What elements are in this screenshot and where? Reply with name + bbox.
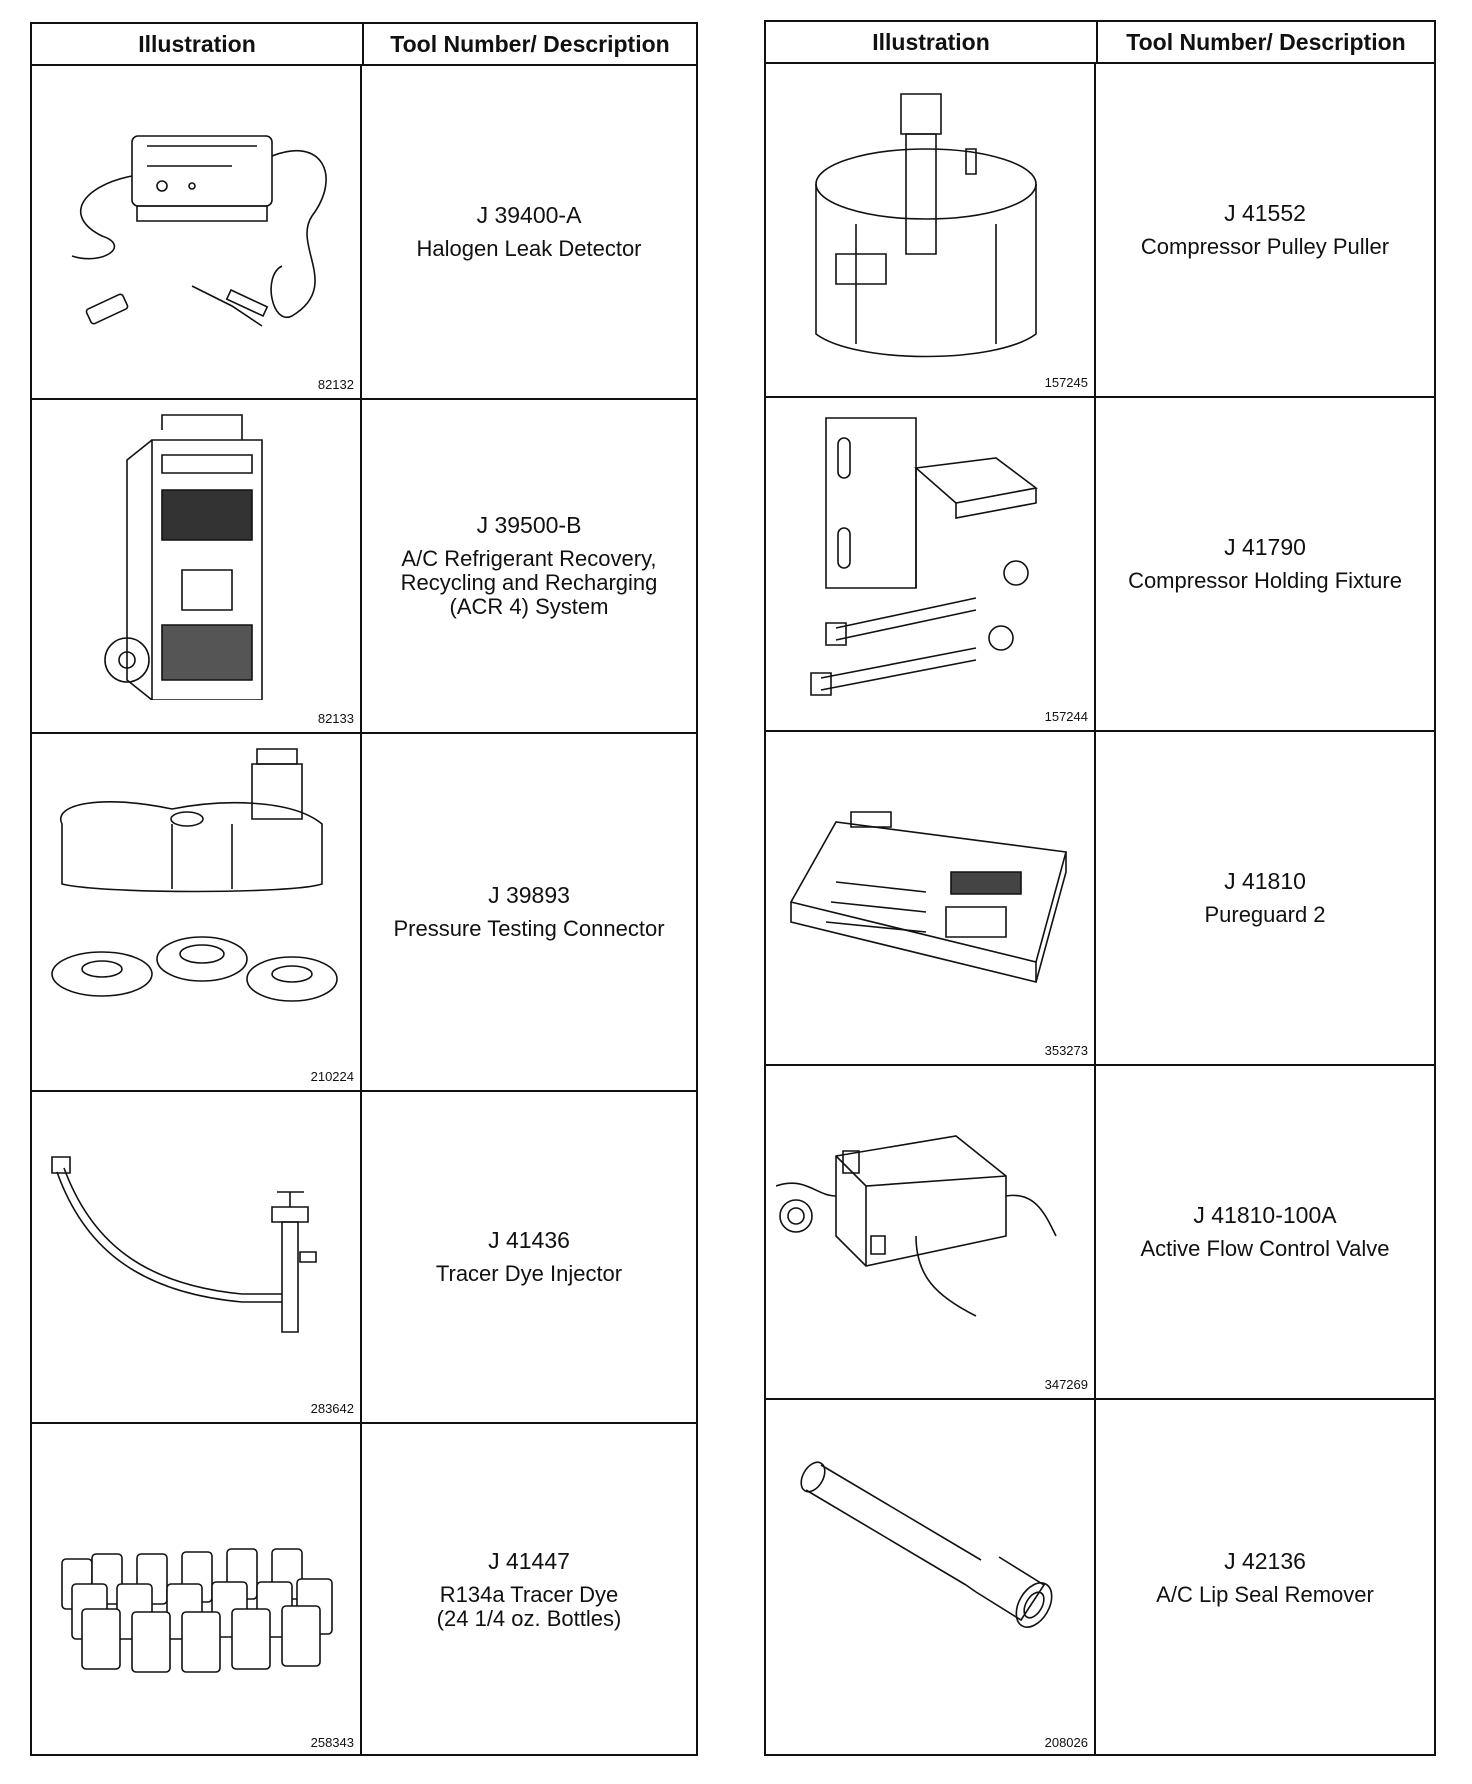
pureguard-icon [776, 742, 1084, 1032]
table-row: 258343 J 41447 R134a Tracer Dye (24 1/4 … [32, 1424, 696, 1756]
description-header: Tool Number/ Description [1126, 28, 1406, 55]
leak-detector-icon [42, 76, 350, 366]
figure-id: 82132 [317, 377, 354, 392]
description-cell: J 39893 Pressure Testing Connector [362, 734, 696, 1090]
table-header: Illustration Tool Number/ Description [32, 24, 696, 66]
table-row: 347269 J 41810-100A Active Flow Control … [766, 1066, 1434, 1400]
figure-id: 210224 [310, 1069, 354, 1084]
illustration-cell: 210224 [32, 734, 362, 1090]
table-row: 353273 J 41810 Pureguard 2 [766, 732, 1434, 1066]
tool-number: J 39500-B [476, 512, 582, 538]
description-cell: J 41790 Compressor Holding Fixture [1096, 398, 1434, 730]
table-row: 82132 J 39400-A Halogen Leak Detector [32, 66, 696, 400]
illustration-cell: 353273 [766, 732, 1096, 1064]
table-row: 208026 J 42136 A/C Lip Seal Remover [766, 1400, 1434, 1756]
tool-number: J 41436 [488, 1227, 570, 1253]
description-cell: J 41810-100A Active Flow Control Valve [1096, 1066, 1434, 1398]
table-row: 283642 J 41436 Tracer Dye Injector [32, 1092, 696, 1424]
illustration-header: Illustration [766, 22, 1098, 62]
pulley-puller-icon [776, 74, 1084, 364]
tool-description: Compressor Holding Fixture [1128, 568, 1402, 593]
tool-description: Active Flow Control Valve [1140, 1236, 1390, 1261]
tool-description: R134a Tracer Dye (24 1/4 oz. Bottles) [436, 1582, 622, 1631]
illustration-cell: 208026 [766, 1400, 1096, 1756]
description-cell: J 41436 Tracer Dye Injector [362, 1092, 696, 1422]
tool-number: J 41447 [488, 1548, 570, 1574]
tool-number: J 39893 [488, 882, 570, 908]
flow-valve-icon [776, 1076, 1084, 1366]
figure-id: 347269 [1044, 1377, 1088, 1392]
figure-id: 208026 [1044, 1735, 1088, 1750]
tools-table-left: Illustration Tool Number/ Description 82… [30, 22, 698, 1756]
illustration-cell: 157245 [766, 64, 1096, 396]
tool-number: J 42136 [1224, 1548, 1306, 1574]
table-header: Illustration Tool Number/ Description [766, 22, 1434, 64]
recovery-machine-icon [42, 410, 350, 700]
description-cell: J 42136 A/C Lip Seal Remover [1096, 1400, 1434, 1756]
tool-number: J 41810-100A [1193, 1202, 1337, 1228]
illustration-header: Illustration [32, 24, 364, 64]
figure-id: 82133 [317, 711, 354, 726]
tool-description: Halogen Leak Detector [416, 236, 642, 261]
figure-id: 353273 [1044, 1043, 1088, 1058]
description-cell: J 39500-B A/C Refrigerant Recovery, Recy… [362, 400, 696, 732]
dye-bottles-icon [42, 1434, 350, 1724]
tool-number: J 41790 [1224, 534, 1306, 560]
illustration-cell: 283642 [32, 1092, 362, 1422]
table-row: 157244 J 41790 Compressor Holding Fixtur… [766, 398, 1434, 732]
tool-description: Pureguard 2 [1204, 902, 1326, 927]
tool-description: Tracer Dye Injector [435, 1261, 623, 1286]
description-cell: J 41552 Compressor Pulley Puller [1096, 64, 1434, 396]
tool-description: Pressure Testing Connector [393, 916, 665, 941]
table-row: 210224 J 39893 Pressure Testing Connecto… [32, 734, 696, 1092]
tool-number: J 41810 [1224, 868, 1306, 894]
table-row: 157245 J 41552 Compressor Pulley Puller [766, 64, 1434, 398]
figure-id: 283642 [310, 1401, 354, 1416]
tools-table-right: Illustration Tool Number/ Description 15… [764, 20, 1436, 1756]
holding-fixture-icon [776, 408, 1084, 698]
table-row: 82133 J 39500-B A/C Refrigerant Recovery… [32, 400, 696, 734]
pressure-connector-icon [42, 744, 350, 1064]
tool-number: J 41552 [1224, 200, 1306, 226]
figure-id: 157245 [1044, 375, 1088, 390]
description-cell: J 41810 Pureguard 2 [1096, 732, 1434, 1064]
illustration-cell: 82133 [32, 400, 362, 732]
figure-id: 258343 [310, 1735, 354, 1750]
illustration-cell: 347269 [766, 1066, 1096, 1398]
tool-description: A/C Refrigerant Recovery, Recycling and … [400, 546, 658, 619]
description-header: Tool Number/ Description [390, 30, 670, 57]
description-cell: J 39400-A Halogen Leak Detector [362, 66, 696, 398]
description-cell: J 41447 R134a Tracer Dye (24 1/4 oz. Bot… [362, 1424, 696, 1756]
tool-description: A/C Lip Seal Remover [1156, 1582, 1374, 1607]
illustration-cell: 258343 [32, 1424, 362, 1756]
figure-id: 157244 [1044, 709, 1088, 724]
dye-injector-icon [42, 1102, 350, 1392]
tool-description: Compressor Pulley Puller [1140, 234, 1390, 259]
seal-remover-icon [776, 1410, 1084, 1700]
illustration-cell: 157244 [766, 398, 1096, 730]
tool-number: J 39400-A [476, 202, 582, 228]
illustration-cell: 82132 [32, 66, 362, 398]
